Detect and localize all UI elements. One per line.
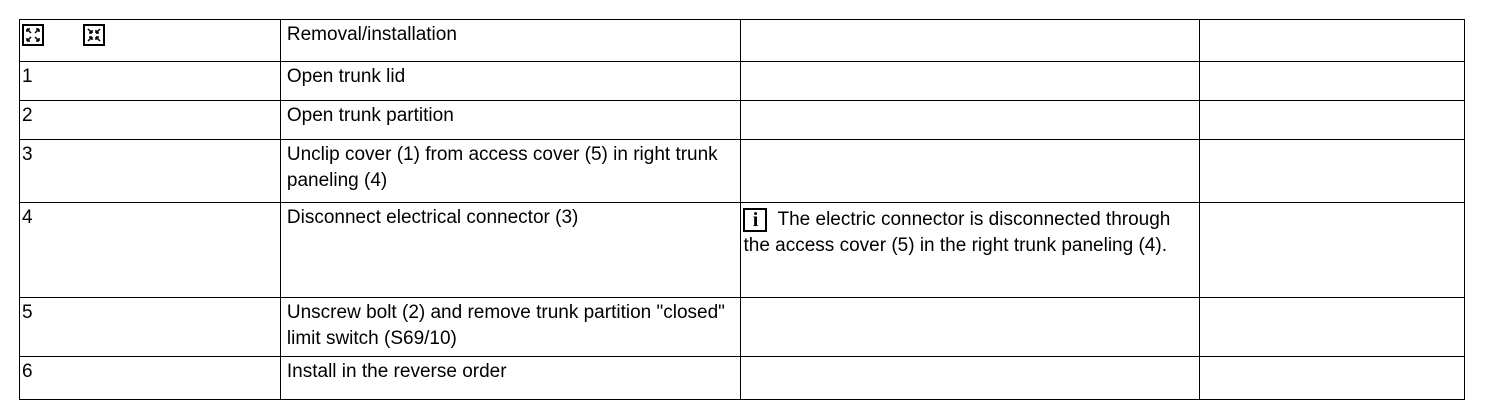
table-row: 1 Open trunk lid [19, 61, 1465, 101]
step-extra [1199, 100, 1465, 140]
step-note [740, 61, 1201, 101]
step-note [740, 100, 1201, 140]
step-extra [1199, 356, 1465, 400]
step-number: 3 [19, 139, 281, 203]
header-icons-cell [19, 19, 281, 62]
table-row: 3 Unclip cover (1) from access cover (5)… [19, 139, 1465, 203]
table-row: 2 Open trunk partition [19, 100, 1465, 140]
step-extra [1199, 297, 1465, 357]
step-action: Open trunk partition [279, 100, 742, 140]
step-number: 2 [19, 100, 281, 140]
collapse-arrows-icon [82, 24, 105, 46]
step-extra [1199, 202, 1465, 298]
header-title: Removal/installation [279, 19, 742, 62]
step-extra [1199, 139, 1465, 203]
procedure-table: Removal/installation 1 Open trunk lid 2 … [19, 19, 1465, 400]
step-note [740, 356, 1201, 400]
step-action: Install in the reverse order [279, 356, 742, 400]
table-row: 6 Install in the reverse order [19, 356, 1465, 400]
step-note [740, 139, 1201, 203]
info-icon: i [743, 208, 768, 232]
step-number: 6 [19, 356, 281, 400]
step-action: Open trunk lid [279, 61, 742, 101]
step-action: Unscrew bolt (2) and remove trunk partit… [279, 297, 742, 357]
step-action: Unclip cover (1) from access cover (5) i… [279, 139, 742, 203]
step-note [740, 297, 1201, 357]
header-note-cell [740, 19, 1201, 62]
header-row: Removal/installation [19, 19, 1465, 62]
step-number: 1 [19, 61, 281, 101]
step-action: Disconnect electrical connector (3) [279, 202, 742, 298]
step-number: 4 [19, 202, 281, 298]
expand-arrows-icon [22, 24, 44, 46]
step-number: 5 [19, 297, 281, 357]
step-extra [1199, 61, 1465, 101]
table-row: 5 Unscrew bolt (2) and remove trunk part… [19, 297, 1465, 357]
note-text: The electric connector is disconnected t… [743, 209, 1171, 256]
header-extra-cell [1199, 19, 1465, 62]
